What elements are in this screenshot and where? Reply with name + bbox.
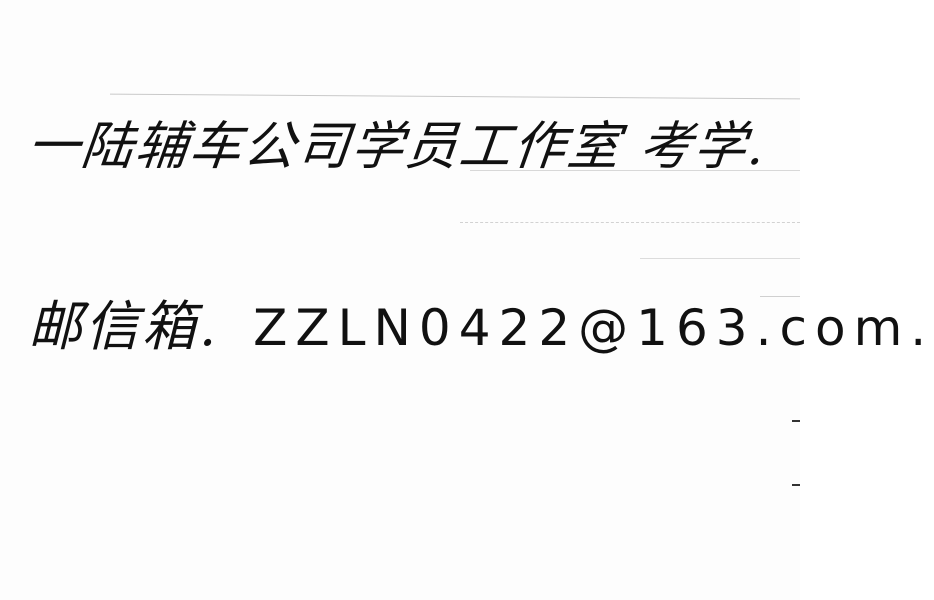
handwritten-line-2: 邮信箱. ZZLN0422@163.com. xyxy=(28,282,934,361)
ruled-line xyxy=(110,93,800,100)
ruled-line xyxy=(470,170,800,171)
handwritten-note-paper: 一陆辅车公司学员工作室 考学. 邮信箱.ZZLN0422@163.com. xyxy=(24,93,927,486)
edge-mark xyxy=(792,420,800,422)
edge-mark xyxy=(792,484,800,486)
email-address: ZZLN0422@163.com. xyxy=(253,299,934,357)
email-label: 邮信箱. xyxy=(28,295,220,358)
ruled-line xyxy=(460,222,800,223)
ruled-line xyxy=(760,296,800,297)
handwritten-line-1: 一陆辅车公司学员工作室 考学. xyxy=(24,117,770,177)
ruled-line xyxy=(640,258,800,259)
